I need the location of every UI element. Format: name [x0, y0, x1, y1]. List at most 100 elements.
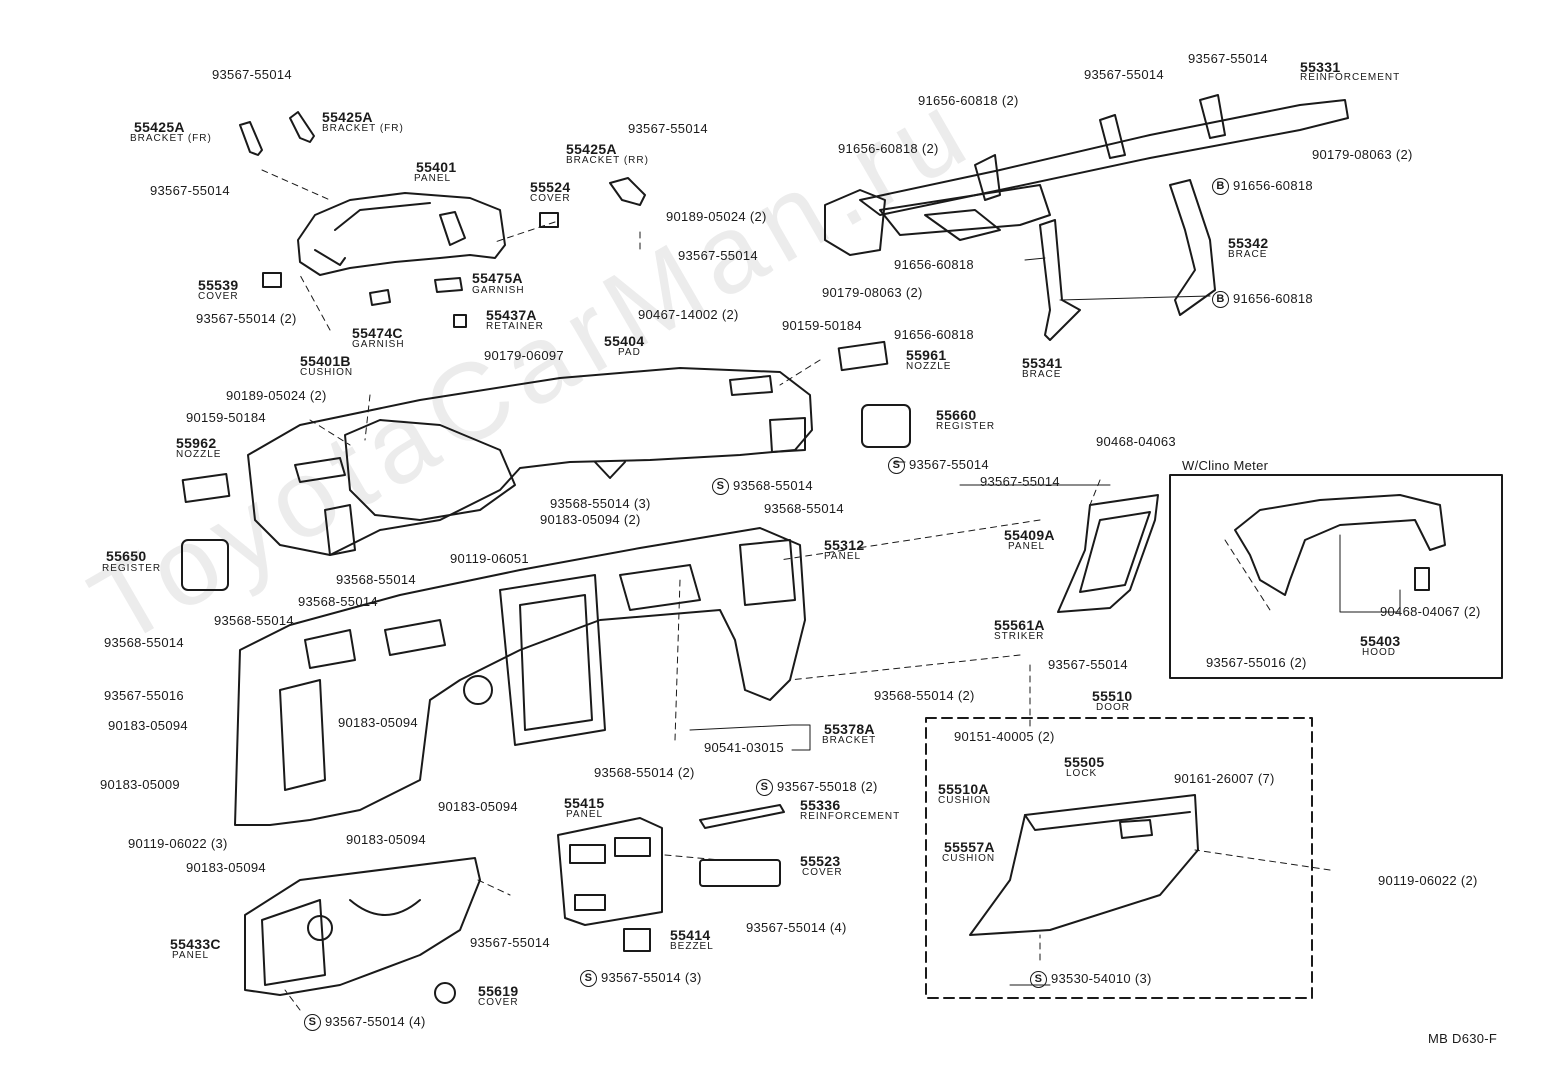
meter-hood-panel — [297, 192, 506, 276]
lower-panel-55312 — [234, 527, 806, 826]
part-number: 55425A — [134, 119, 185, 135]
part-name: CUSHION — [300, 367, 354, 378]
part-label: 93568-55014 — [298, 594, 378, 609]
part-number: 55342 — [1228, 235, 1269, 251]
part-name: PANEL — [566, 809, 604, 820]
dashboard-pad — [247, 367, 813, 556]
part-number: 55539 — [198, 277, 239, 293]
cover-55523 — [699, 859, 781, 887]
part-name: CUSHION — [942, 853, 996, 864]
part-label: 93567-55014 — [212, 67, 292, 82]
part-label: 93567-55014 — [470, 935, 550, 950]
part-label: 90151-40005 (2) — [954, 729, 1055, 744]
part-name: REGISTER — [102, 563, 162, 574]
reinforcement-55336 — [699, 804, 785, 829]
part-number: 55660 — [936, 407, 977, 423]
part-number: 55510A — [938, 781, 989, 797]
bracket-fr-2 — [289, 111, 315, 143]
part-number: 55557A — [944, 839, 995, 855]
part-label: 93568-55014 — [764, 501, 844, 516]
s-symbol: S — [888, 457, 905, 474]
part-number: 55474C — [352, 325, 403, 341]
part-label: 93567-55014 (2) — [196, 311, 297, 326]
bracket-rr — [609, 177, 646, 206]
part-label: 93568-55014 (2) — [594, 765, 695, 780]
part-number: 55415 — [564, 795, 605, 811]
part-number: 55505 — [1064, 754, 1105, 770]
cover-55539 — [262, 272, 282, 288]
nozzle-55961 — [837, 340, 889, 372]
part-number: 55650 — [106, 548, 147, 564]
inset-title: W/Clino Meter — [1182, 458, 1269, 473]
glovebox-box — [925, 717, 1313, 999]
bracket-fr-1 — [239, 121, 263, 156]
part-label: 90183-05094 (2) — [540, 512, 641, 527]
part-label: 90183-05009 — [100, 777, 180, 792]
part-number: 55414 — [670, 927, 711, 943]
part-label: 93567-55014 — [150, 183, 230, 198]
part-number: 55403 — [1360, 633, 1401, 649]
part-label: 91656-60818 (2) — [918, 93, 1019, 108]
part-number: 55401B — [300, 353, 351, 369]
part-number: 55962 — [176, 435, 217, 451]
part-label: 93567-55014 — [1188, 51, 1268, 66]
part-name: RETAINER — [486, 321, 544, 332]
part-name: GARNISH — [352, 339, 405, 350]
bezzel-55414 — [623, 928, 651, 952]
part-label: 91656-60818 — [894, 257, 974, 272]
panel-55409a — [1057, 494, 1159, 613]
part-number: 55510 — [1092, 688, 1133, 704]
part-number: 55619 — [478, 983, 519, 999]
part-number: 55524 — [530, 179, 571, 195]
part-number: 55523 — [800, 853, 841, 869]
part-label: 90161-26007 (7) — [1174, 771, 1275, 786]
panel-55415 — [557, 817, 663, 926]
s-symbol: S — [756, 779, 773, 796]
part-name: DOOR — [1096, 702, 1130, 713]
part-label: 93567-55014 — [678, 248, 758, 263]
doc-code: MB D630-F — [1428, 1031, 1498, 1046]
part-label: 93568-55014 (3) — [550, 496, 651, 511]
part-name: GARNISH — [472, 285, 525, 296]
part-label: 93568-55014 — [104, 635, 184, 650]
glovebox-door — [969, 794, 1199, 936]
part-label: 90179-08063 (2) — [1312, 147, 1413, 162]
part-name: NOZZLE — [176, 449, 222, 460]
part-label: 93567-55014 — [1084, 67, 1164, 82]
part-name: LOCK — [1066, 768, 1098, 779]
brace-55342 — [1169, 179, 1216, 316]
part-label: 90183-05094 — [346, 832, 426, 847]
part-number: 55331 — [1300, 59, 1341, 75]
part-label: 93568-55014 — [336, 572, 416, 587]
part-label-text: 91656-60818 — [1233, 177, 1313, 193]
b-symbol: B — [1212, 178, 1229, 195]
part-number: 55475A — [472, 270, 523, 286]
part-label: 93567-55014 — [980, 474, 1060, 489]
part-label: 90541-03015 — [704, 740, 784, 755]
part-number: 55425A — [566, 141, 617, 157]
part-name: COVER — [802, 867, 843, 878]
part-label: 93567-55016 (2) — [1206, 655, 1307, 670]
brace-55341 — [1039, 219, 1081, 341]
part-label: 90119-06051 — [450, 551, 529, 566]
part-name: BEZZEL — [670, 941, 714, 952]
part-label-text: 93567-55014 (4) — [325, 1013, 426, 1029]
part-label: 90183-05094 — [186, 860, 266, 875]
part-label: 90119-06022 (2) — [1378, 873, 1478, 888]
part-name: BRACKET (FR) — [130, 133, 212, 144]
part-name: BRACKET — [822, 735, 877, 746]
part-name: PANEL — [824, 551, 862, 562]
s-symbol: S — [1030, 971, 1047, 988]
part-label-text: 93530-54010 (3) — [1051, 970, 1152, 986]
part-label: 93567-55014 — [1048, 657, 1128, 672]
part-name: PAD — [618, 347, 641, 358]
part-number: 55409A — [1004, 527, 1055, 543]
part-label: 90179-08063 (2) — [822, 285, 923, 300]
